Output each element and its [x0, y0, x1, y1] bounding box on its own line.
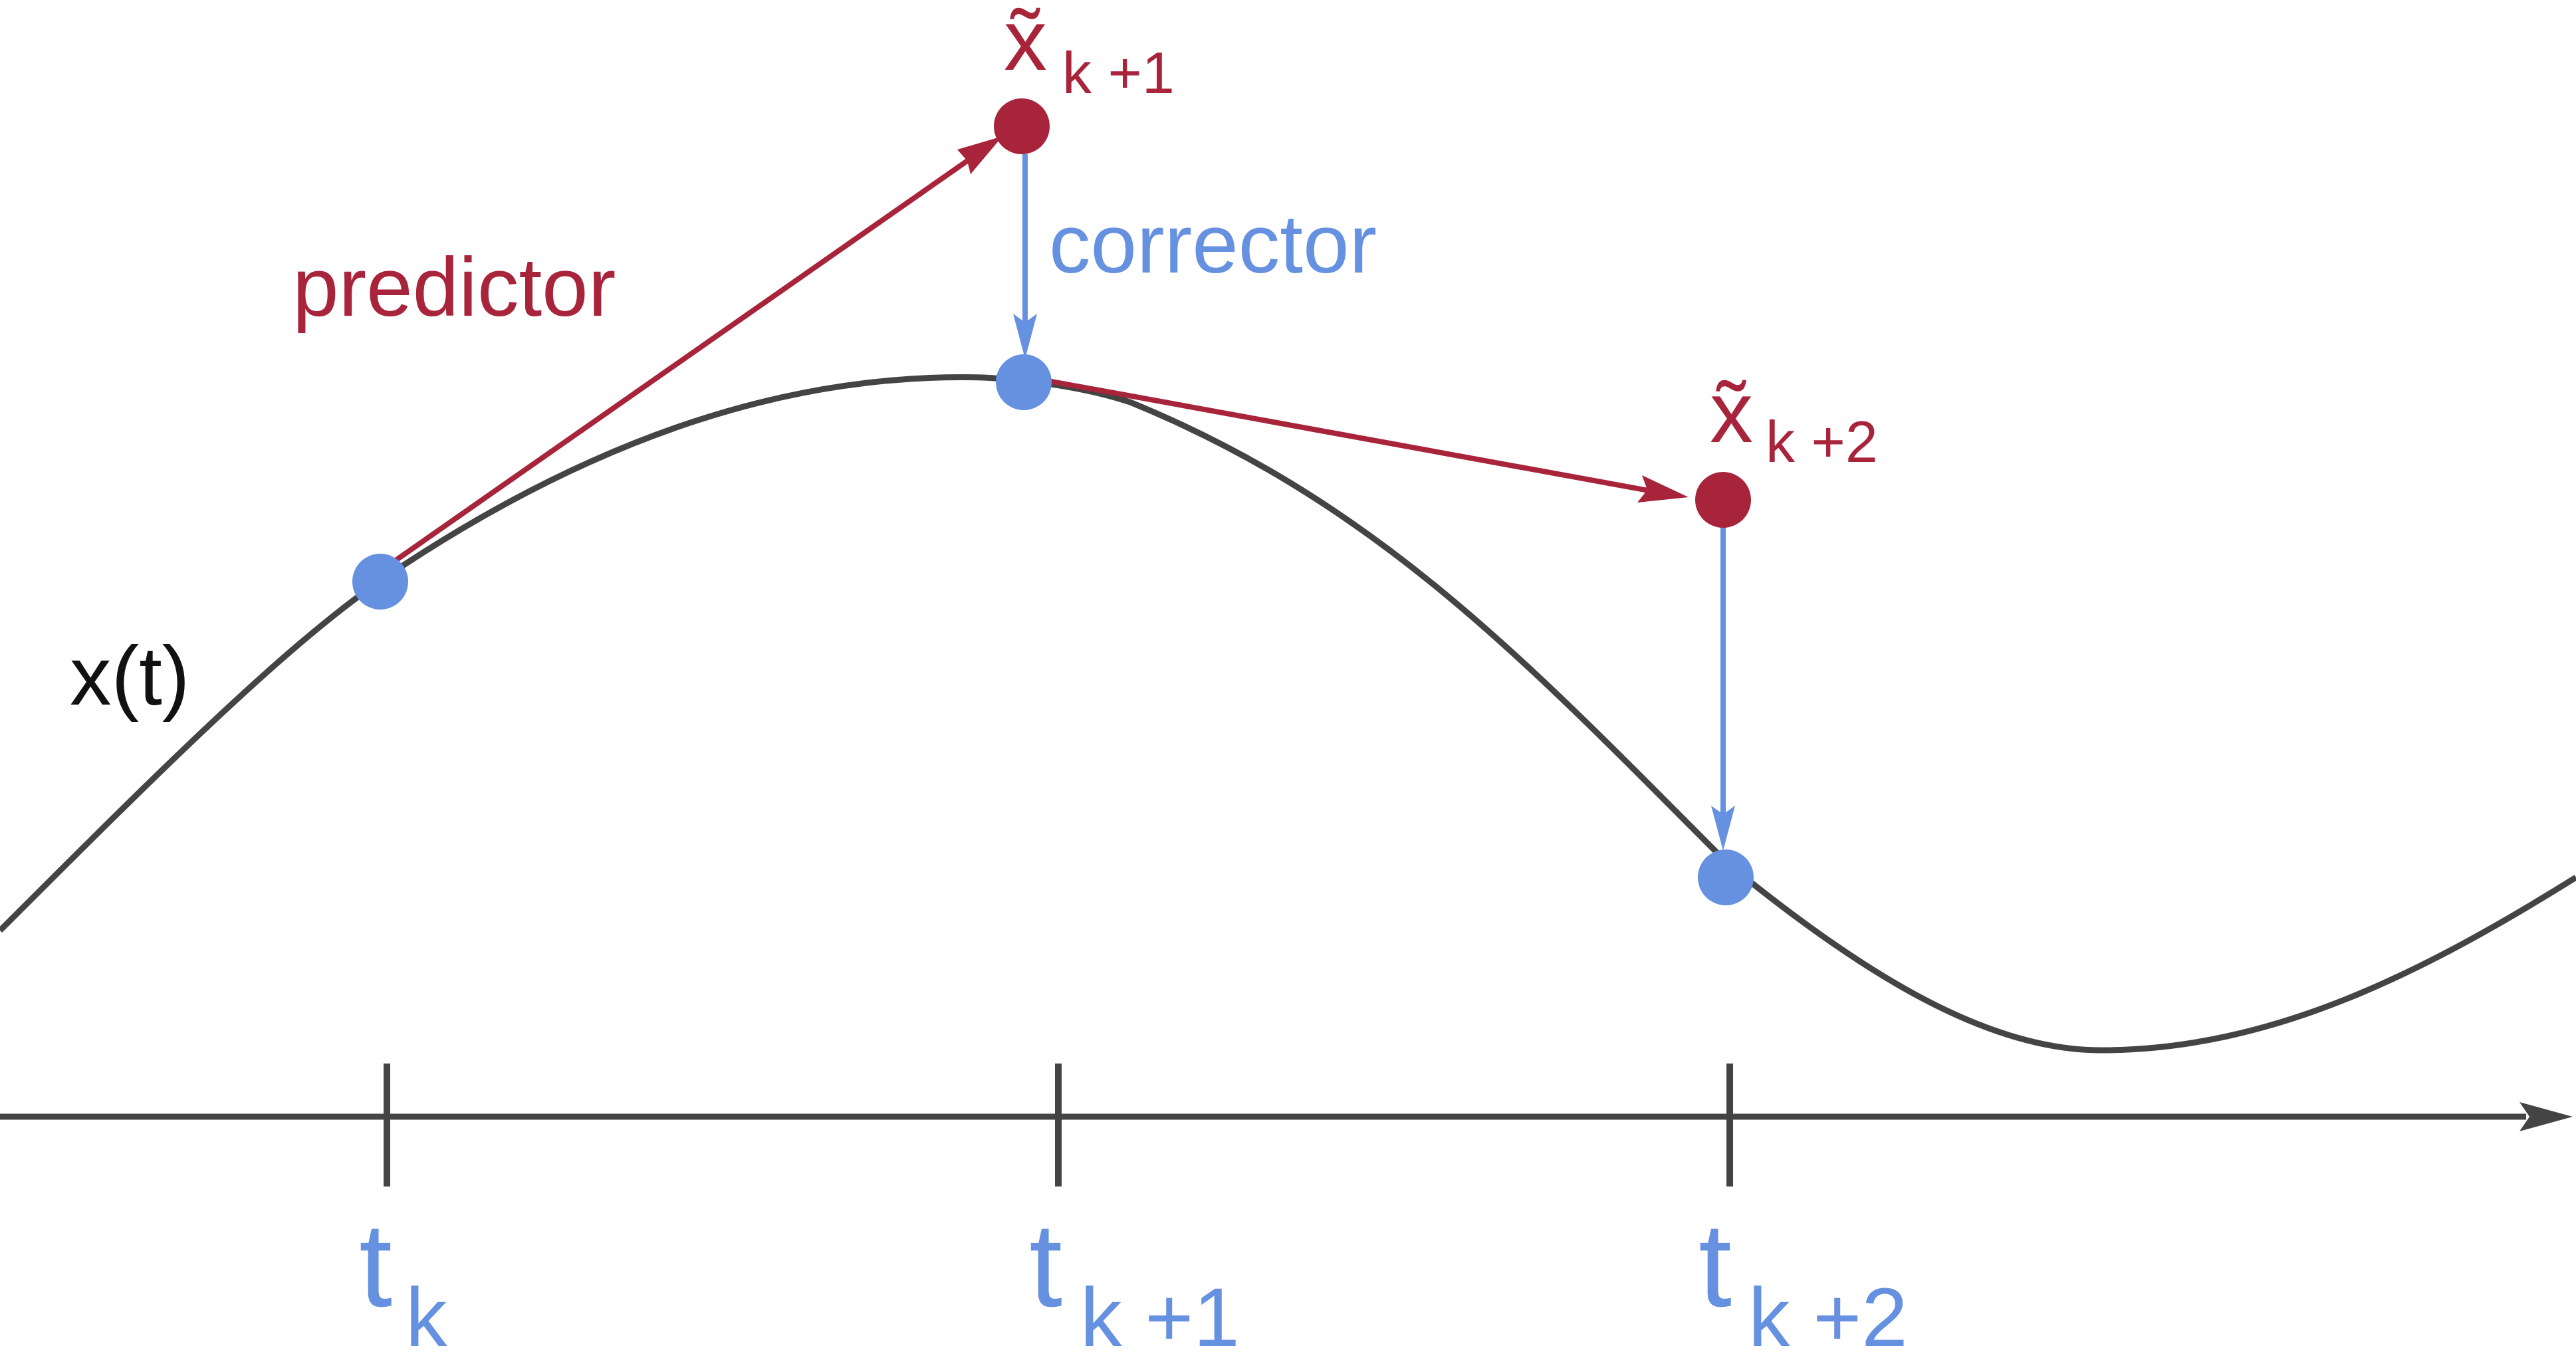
predicted-point-k2: [1695, 472, 1751, 528]
predictor-arrow-2: [1036, 376, 1649, 493]
solution-curve: [0, 374, 2576, 1054]
predictor-label: predictor: [293, 241, 616, 334]
predicted-point-k1: [994, 98, 1050, 154]
predictor-arrowhead-2: [1637, 475, 1689, 503]
predicted-label-k1-base: x̃: [1004, 0, 1047, 88]
corrector-arrowhead-1: [1013, 314, 1037, 359]
tick-label-tk-base: t: [359, 1198, 392, 1332]
predictor-arrow-1: [389, 158, 969, 566]
predicted-label-k1-sub: k +1: [1062, 40, 1175, 106]
corrector-label: corrector: [1049, 198, 1377, 290]
corrected-point-k2: [1698, 849, 1754, 905]
tick-label-tk1-base: t: [1029, 1198, 1062, 1332]
predicted-label-k2: x̃ k +2: [1710, 364, 1878, 475]
corrector-arrowhead-2: [1711, 806, 1735, 851]
corrected-point-k1: [996, 354, 1052, 410]
time-axis-arrowhead: [2519, 1102, 2573, 1131]
predicted-label-k2-sub: k +2: [1766, 409, 1878, 475]
tick-label-tk: t k: [359, 1198, 447, 1354]
tick-label-tk1-sub: k +1: [1080, 1272, 1240, 1354]
predictor-arrowhead-1: [957, 136, 1002, 174]
curve-label: x(t): [70, 630, 189, 723]
tick-label-tk2-base: t: [1698, 1198, 1732, 1332]
predicted-label-k2-base: x̃: [1710, 364, 1753, 461]
tick-label-tk1: t k +1: [1029, 1198, 1240, 1354]
tick-label-tk2: t k +2: [1698, 1198, 1908, 1354]
corrected-point-k: [352, 554, 408, 610]
tick-label-tk2-sub: k +2: [1748, 1272, 1908, 1354]
predicted-label-k1: x̃ k +1: [1004, 0, 1175, 106]
tick-label-tk-sub: k: [406, 1272, 447, 1354]
